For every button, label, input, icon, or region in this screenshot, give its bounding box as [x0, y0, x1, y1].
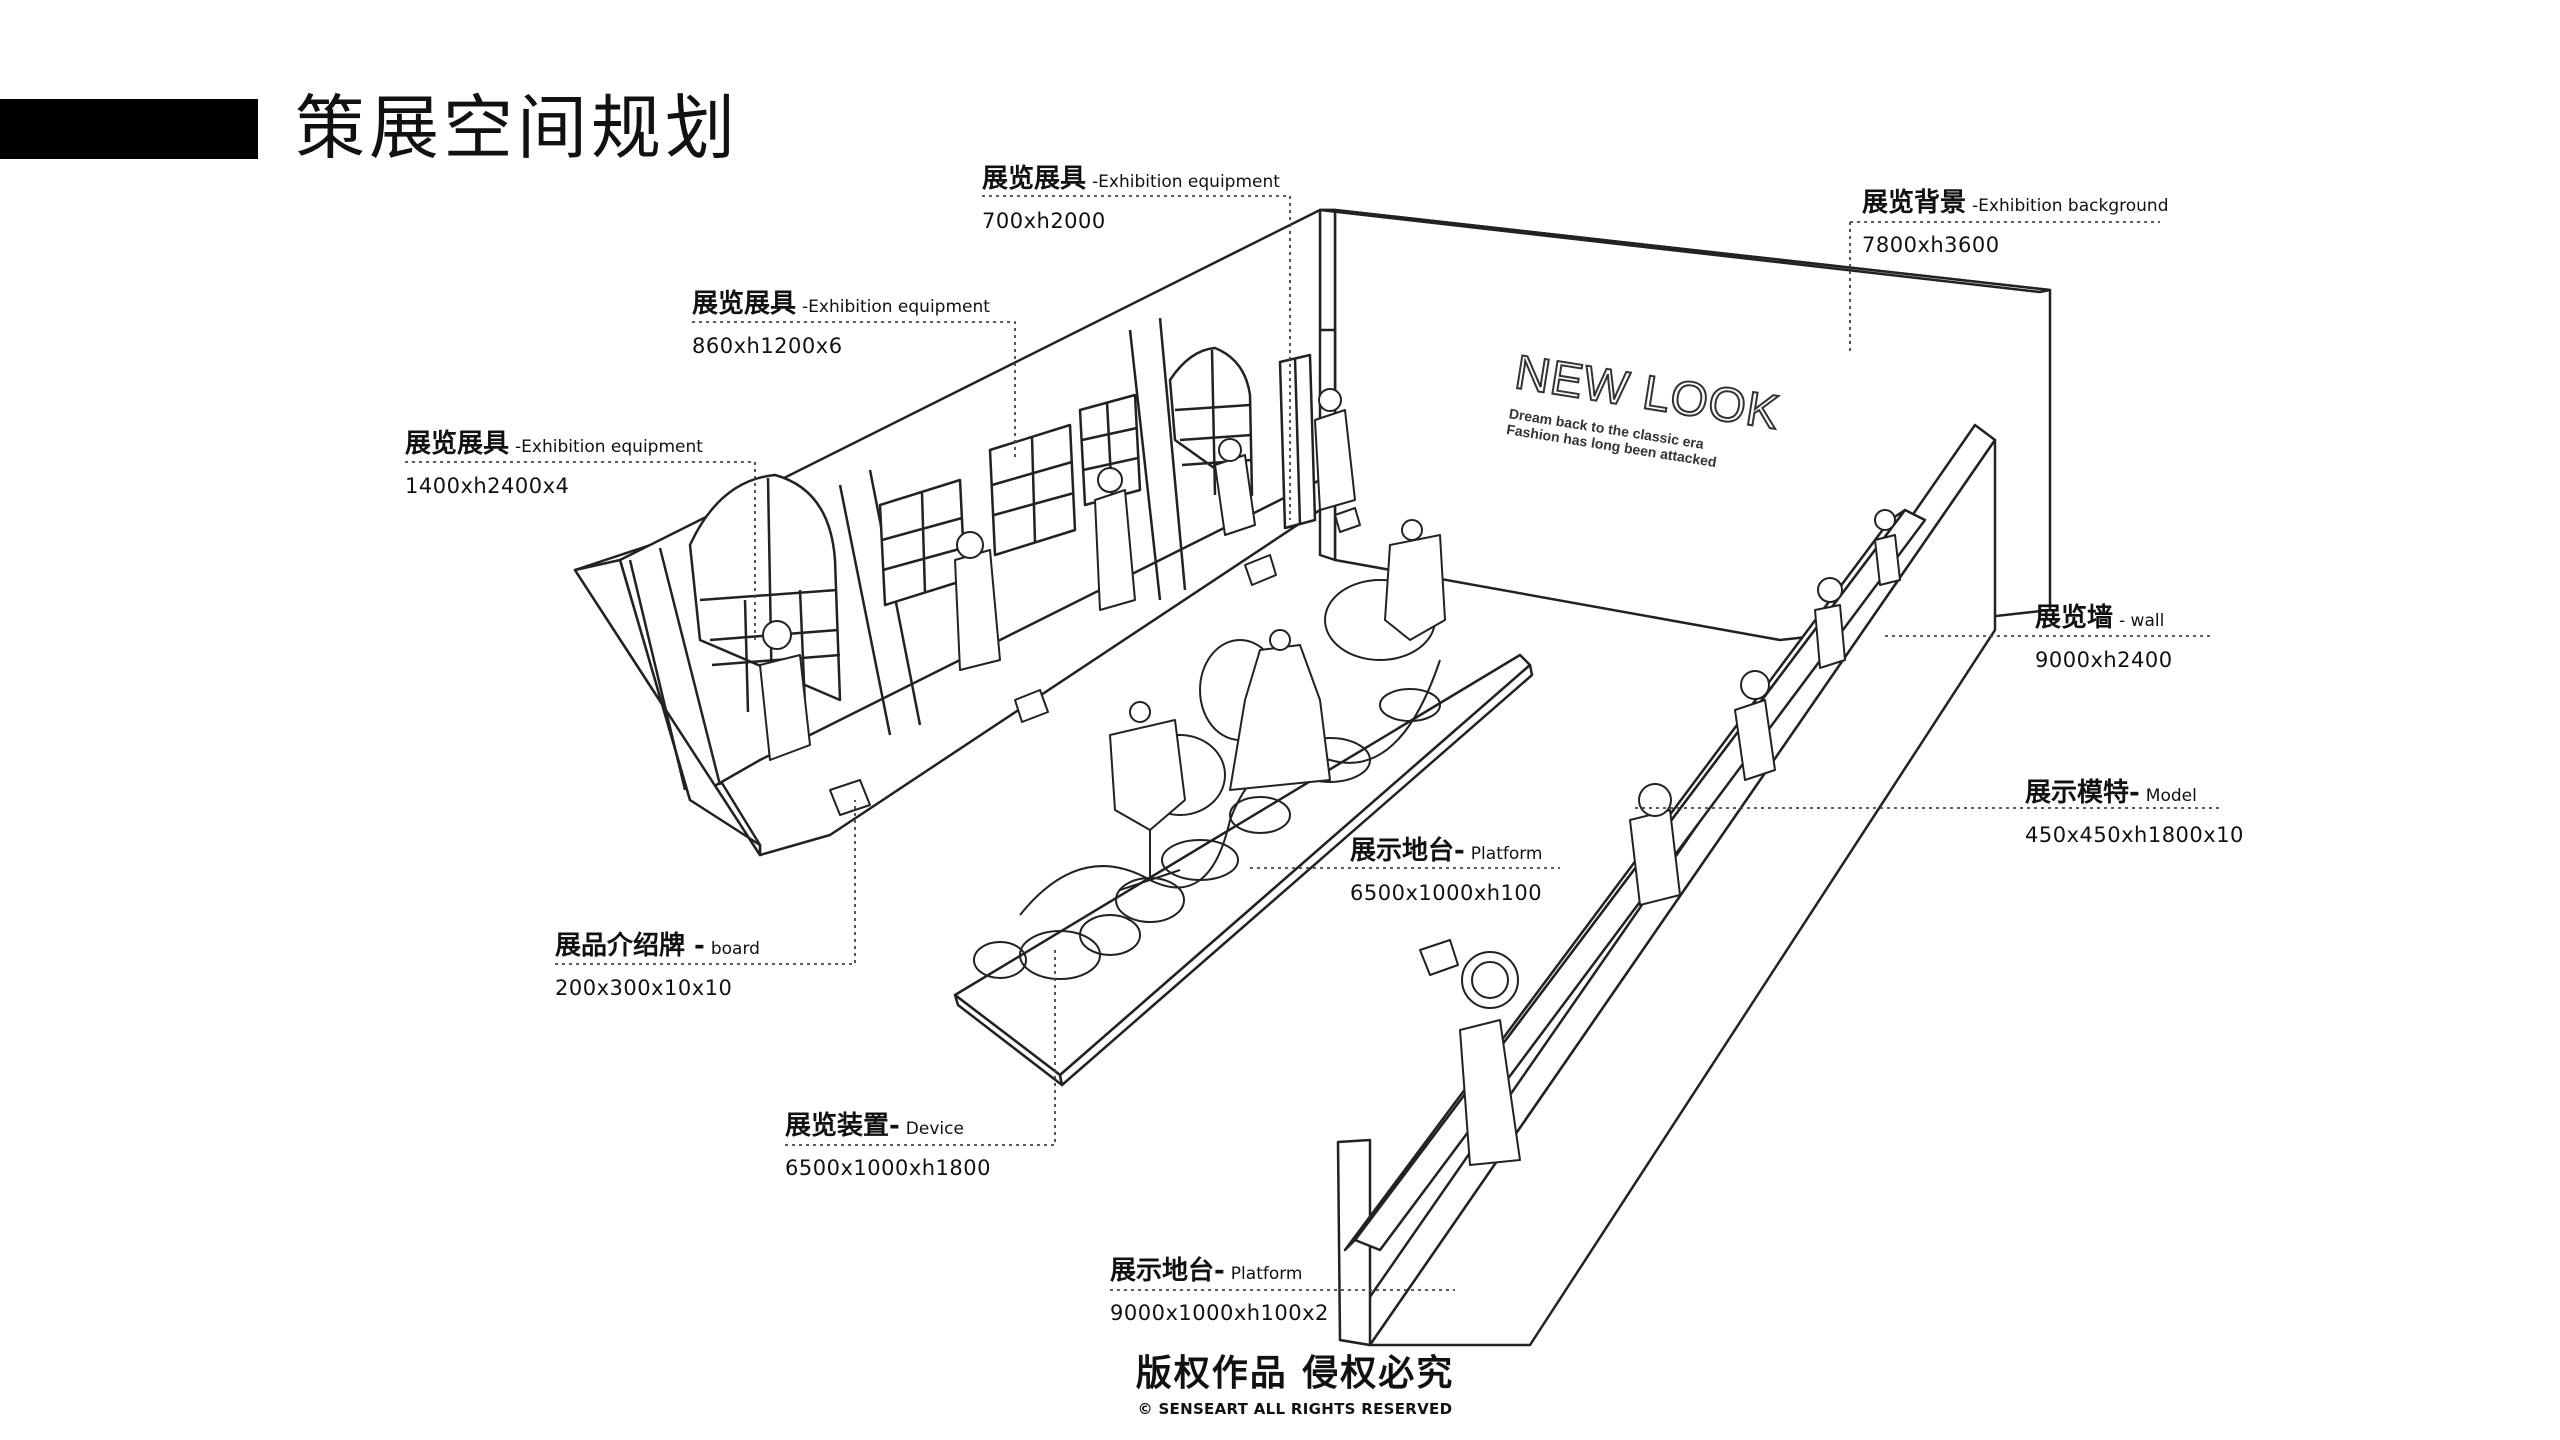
callout-dim: 6500x1000xh1800: [785, 1156, 991, 1180]
mannequins: [759, 388, 1901, 1166]
callout-main: 展品介绍牌 -: [555, 931, 705, 961]
callout-sub: - wall: [2119, 611, 2165, 631]
callout-main: 展览墙: [2035, 603, 2114, 633]
callout-platform-center: 展示地台-Platform 6500x1000xh100: [1350, 830, 1543, 905]
callout-main: 展览展具: [405, 429, 510, 459]
page-title: 策展空间规划: [295, 87, 739, 169]
callout-dim: 200x300x10x10: [555, 976, 733, 1000]
title-accent-bar: [0, 99, 258, 159]
callout-dim: 860xh1200x6: [692, 334, 843, 358]
callout-model: 展示模特-Model 450x450xh1800x10: [2025, 772, 2244, 847]
callout-sub: board: [710, 939, 760, 959]
callout-platform-front: 展示地台-Platform 9000x1000xh100x2: [1110, 1250, 1329, 1325]
callout-equip-700: 展览展具-Exhibition equipment 700xh2000: [982, 158, 1280, 233]
callout-background: 展览背景-Exhibition background 7800xh3600: [1862, 182, 2168, 257]
callout-sub: Platform: [1470, 844, 1543, 864]
callout-main: 展览展具: [692, 289, 797, 319]
callout-main: 展览装置-: [785, 1111, 900, 1141]
callout-dim: 1400xh2400x4: [405, 474, 570, 498]
callout-equip-1400: 展览展具-Exhibition equipment 1400xh2400x4: [405, 423, 703, 498]
callout-main: 展示模特-: [2025, 778, 2140, 808]
copyright-notice: 版权作品 侵权必究 © SENSEART ALL RIGHTS RESERVED: [1130, 1344, 1460, 1418]
callout-dim: 9000x1000xh100x2: [1110, 1301, 1329, 1325]
callout-sub: -Exhibition equipment: [1092, 172, 1280, 192]
callout-sub: Platform: [1230, 1264, 1303, 1284]
info-boards: [829, 507, 1459, 976]
callout-equip-860: 展览展具-Exhibition equipment 860xh1200x6: [692, 283, 990, 358]
left-wall: [573, 208, 1337, 857]
callout-wall: 展览墙- wall 9000xh2400: [2035, 597, 2173, 672]
leader-lines: [405, 195, 2220, 1291]
callout-sub: -Exhibition equipment: [802, 297, 990, 317]
callout-dim: 7800xh3600: [1862, 233, 2000, 257]
copyright-cn: 版权作品 侵权必究: [1135, 1353, 1455, 1394]
callout-main: 展示地台-: [1110, 1256, 1225, 1286]
callout-device: 展览装置-Device 6500x1000xh1800: [785, 1105, 991, 1180]
copyright-en: © SENSEART ALL RIGHTS RESERVED: [1137, 1400, 1453, 1418]
callout-sub: -Exhibition background: [1972, 196, 2169, 216]
callout-main: 展示地台-: [1350, 836, 1465, 866]
callout-dim: 6500x1000xh100: [1350, 881, 1543, 905]
callout-main: 展览展具: [982, 164, 1087, 194]
center-platform: [953, 653, 1534, 1087]
callout-main: 展览背景: [1862, 188, 1967, 218]
callout-dim: 9000xh2400: [2035, 648, 2173, 672]
callout-sub: Model: [2145, 786, 2197, 806]
callout-board: 展品介绍牌 -board 200x300x10x10: [555, 925, 760, 1000]
callout-dim: 700xh2000: [982, 209, 1106, 233]
callout-dim: 450x450xh1800x10: [2025, 823, 2244, 847]
callout-sub: -Exhibition equipment: [515, 437, 703, 457]
callout-sub: Device: [905, 1119, 964, 1139]
